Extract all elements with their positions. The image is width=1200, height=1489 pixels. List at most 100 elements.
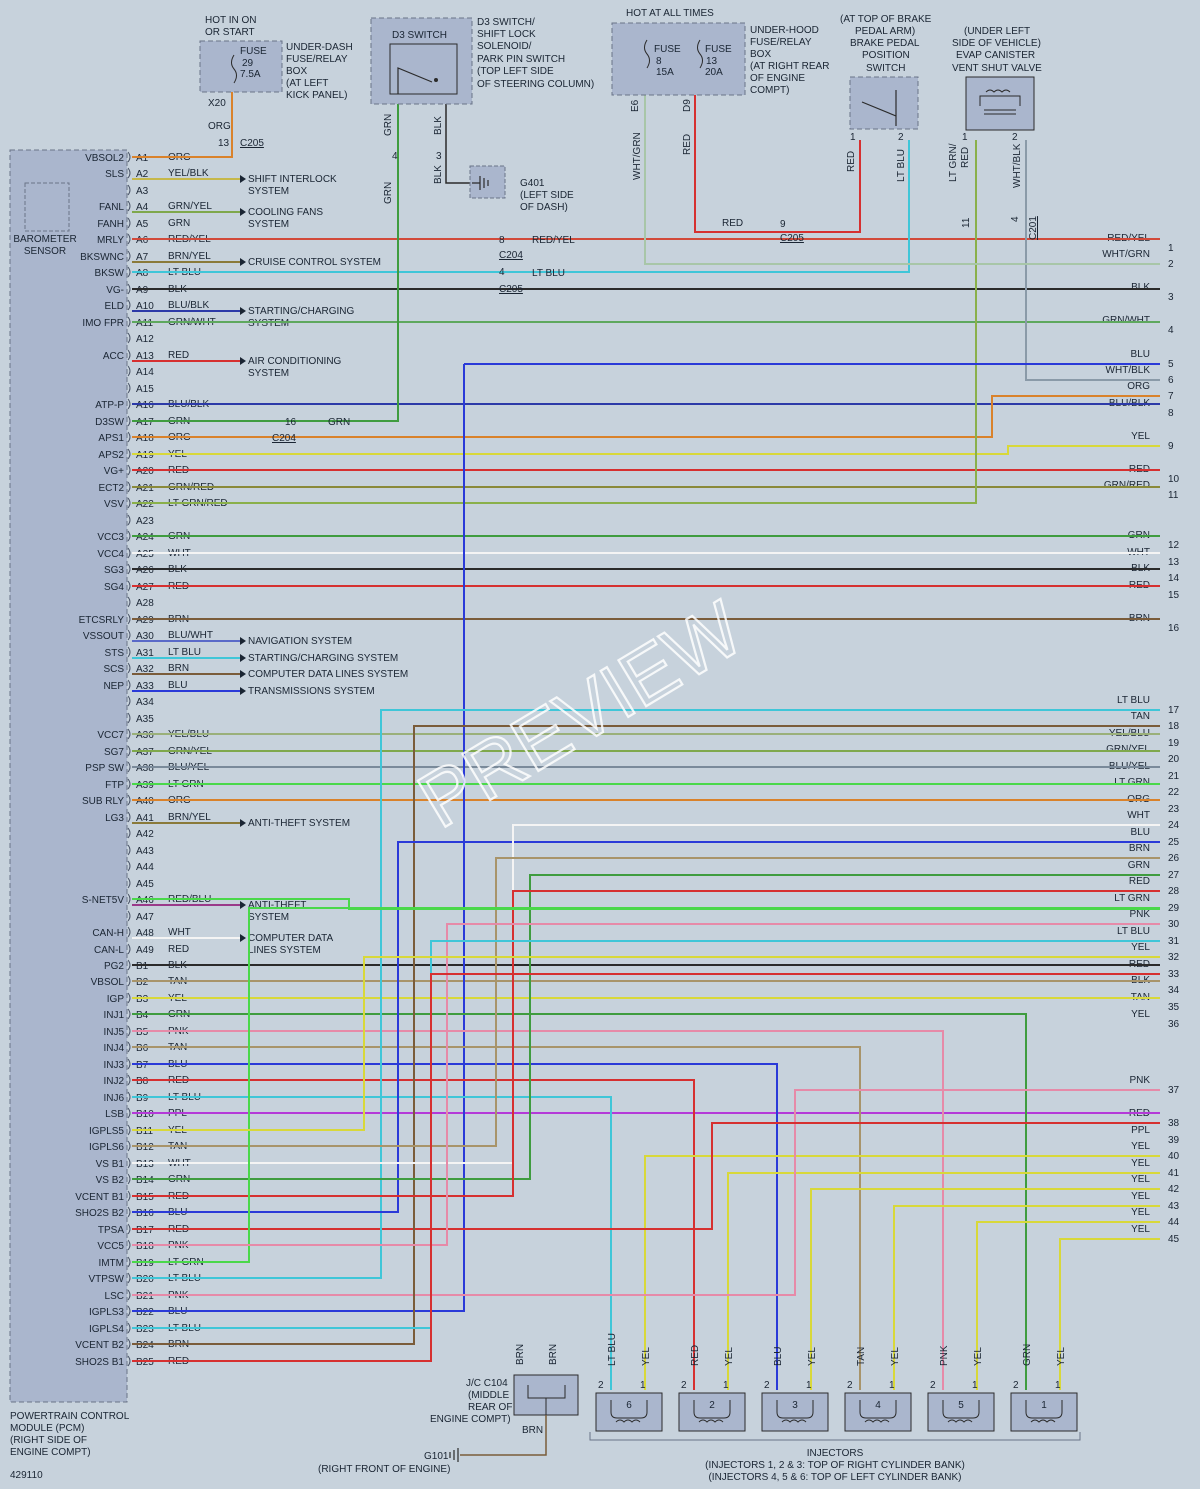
terminal-number: 8: [1168, 408, 1174, 419]
terminal-wire-color: LT GRN: [1114, 777, 1150, 788]
pcm-title-3: (RIGHT SIDE OF: [10, 1435, 87, 1446]
pin-number: B13: [136, 1159, 154, 1170]
terminal-number: 16: [1168, 623, 1180, 634]
injector-coil-icon: [1025, 1400, 1063, 1423]
pin-function-label: IGPLS5: [89, 1126, 124, 1137]
brake-pin-2: 2: [898, 132, 904, 143]
evap-vent-shut-valve: (UNDER LEFT SIDE OF VEHICLE) EVAP CANIST…: [948, 26, 1042, 240]
d3-switch-point-icon: [434, 78, 438, 82]
uh-terminal-1: E6: [630, 99, 641, 112]
under-dash-hot-2: OR START: [205, 27, 255, 38]
pin-wire-color: BRN: [168, 663, 189, 674]
pin-number: A42: [136, 829, 154, 840]
terminal-number: 27: [1168, 870, 1180, 881]
injector-wire-1: YEL: [1056, 1347, 1067, 1366]
pin-number: A3: [136, 186, 149, 197]
pin-terminal-icon: [127, 316, 131, 328]
pin-terminal-icon: [127, 613, 131, 625]
destination-label: ANTI-THEFT: [248, 900, 306, 911]
brake-desc-3: BRAKE PEDAL: [850, 38, 920, 49]
terminal-wire-color: BLU: [1131, 827, 1150, 838]
pin-function-label: PG2: [104, 961, 124, 972]
brake-switch-contact-icon: [861, 90, 897, 126]
pin-number: B21: [136, 1291, 154, 1302]
pin-number: B8: [136, 1076, 149, 1087]
brake-desc-2: PEDAL ARM): [855, 26, 915, 37]
pin-function-label: INJ6: [103, 1093, 124, 1104]
arrow-icon: [240, 208, 246, 216]
pin-number: A4: [136, 202, 149, 213]
pin-terminal-icon: [127, 910, 131, 922]
terminal-wire-color: WHT/GRN: [1102, 249, 1150, 260]
pin-number: A15: [136, 384, 154, 395]
terminal-number: 10: [1168, 474, 1180, 485]
destination-label: STARTING/CHARGING: [248, 306, 355, 317]
pin-terminal-icon: [127, 1256, 131, 1268]
pin-function-label: NEP: [103, 681, 124, 692]
pcm-pin-a12: A12: [127, 332, 154, 345]
pin-terminal-icon: [127, 514, 131, 526]
pin-number: B2: [136, 977, 149, 988]
injector-number: 6: [626, 1400, 632, 1411]
pin-function-label: IGP: [107, 994, 125, 1005]
pin-terminal-icon: [127, 1173, 131, 1185]
pin-wire-color: BRN/YEL: [168, 251, 211, 262]
wire-b4: [132, 1013, 1027, 1390]
pin-terminal-icon: [127, 1041, 131, 1053]
pin-terminal-icon: [127, 283, 131, 295]
uh-desc-6: COMPT): [750, 85, 789, 96]
ground-icon: [472, 176, 489, 190]
pin-function-label: VCC7: [97, 730, 124, 741]
arrow-icon: [240, 654, 246, 662]
wire-b24: [132, 725, 1160, 1345]
destination-label: AIR CONDITIONING: [248, 356, 342, 367]
injector-pin-2: 2: [764, 1380, 770, 1391]
pin-function-label: IMO FPR: [82, 318, 124, 329]
pin-function-label: CAN-H: [92, 928, 124, 939]
injector-number: 5: [958, 1400, 964, 1411]
wire-b16: [132, 841, 1160, 1213]
terminal-number: 17: [1168, 705, 1180, 716]
under-hood-box: [611, 22, 746, 96]
terminal-wire-color: PNK: [1129, 1075, 1150, 1086]
pin-wire-color: BLU/BLK: [168, 300, 209, 311]
pin-function-label: ETCSRLY: [79, 615, 125, 626]
pcm-pin-a23: A23: [127, 514, 154, 527]
pin-number: A27: [136, 582, 154, 593]
terminal-number: 15: [1168, 590, 1180, 601]
pin-function-label: VCC4: [97, 549, 124, 560]
jc-wire-2: BRN: [548, 1344, 559, 1365]
pin-terminal-icon: [127, 184, 131, 196]
pin-number: A21: [136, 483, 154, 494]
terminal-number: 6: [1168, 375, 1174, 386]
pin-number: A30: [136, 631, 154, 642]
terminal-number: 19: [1168, 738, 1180, 749]
terminal-wire-color: YEL: [1131, 1191, 1150, 1202]
pin-function-label: VCC3: [97, 532, 124, 543]
uh-run-label: RED: [722, 218, 743, 229]
destination-label: SYSTEM: [248, 219, 289, 230]
under-dash-terminal: X20: [208, 98, 226, 109]
jc-line-1: J/C C104: [466, 1378, 508, 1389]
terminal-wire-color: TAN: [1131, 711, 1150, 722]
pcm-title-1: POWERTRAIN CONTROL: [10, 1411, 130, 1422]
injector-coil-icon: [693, 1400, 731, 1423]
uh-wire-1: WHT/GRN: [632, 132, 643, 180]
wire-b25: [132, 973, 1160, 1362]
pin-number: B9: [136, 1093, 149, 1104]
brake-wire-2: LT BLU: [896, 149, 907, 182]
pin-function-label: VG+: [104, 466, 124, 477]
wire-b5: [132, 1030, 944, 1390]
pin-number: A34: [136, 697, 154, 708]
